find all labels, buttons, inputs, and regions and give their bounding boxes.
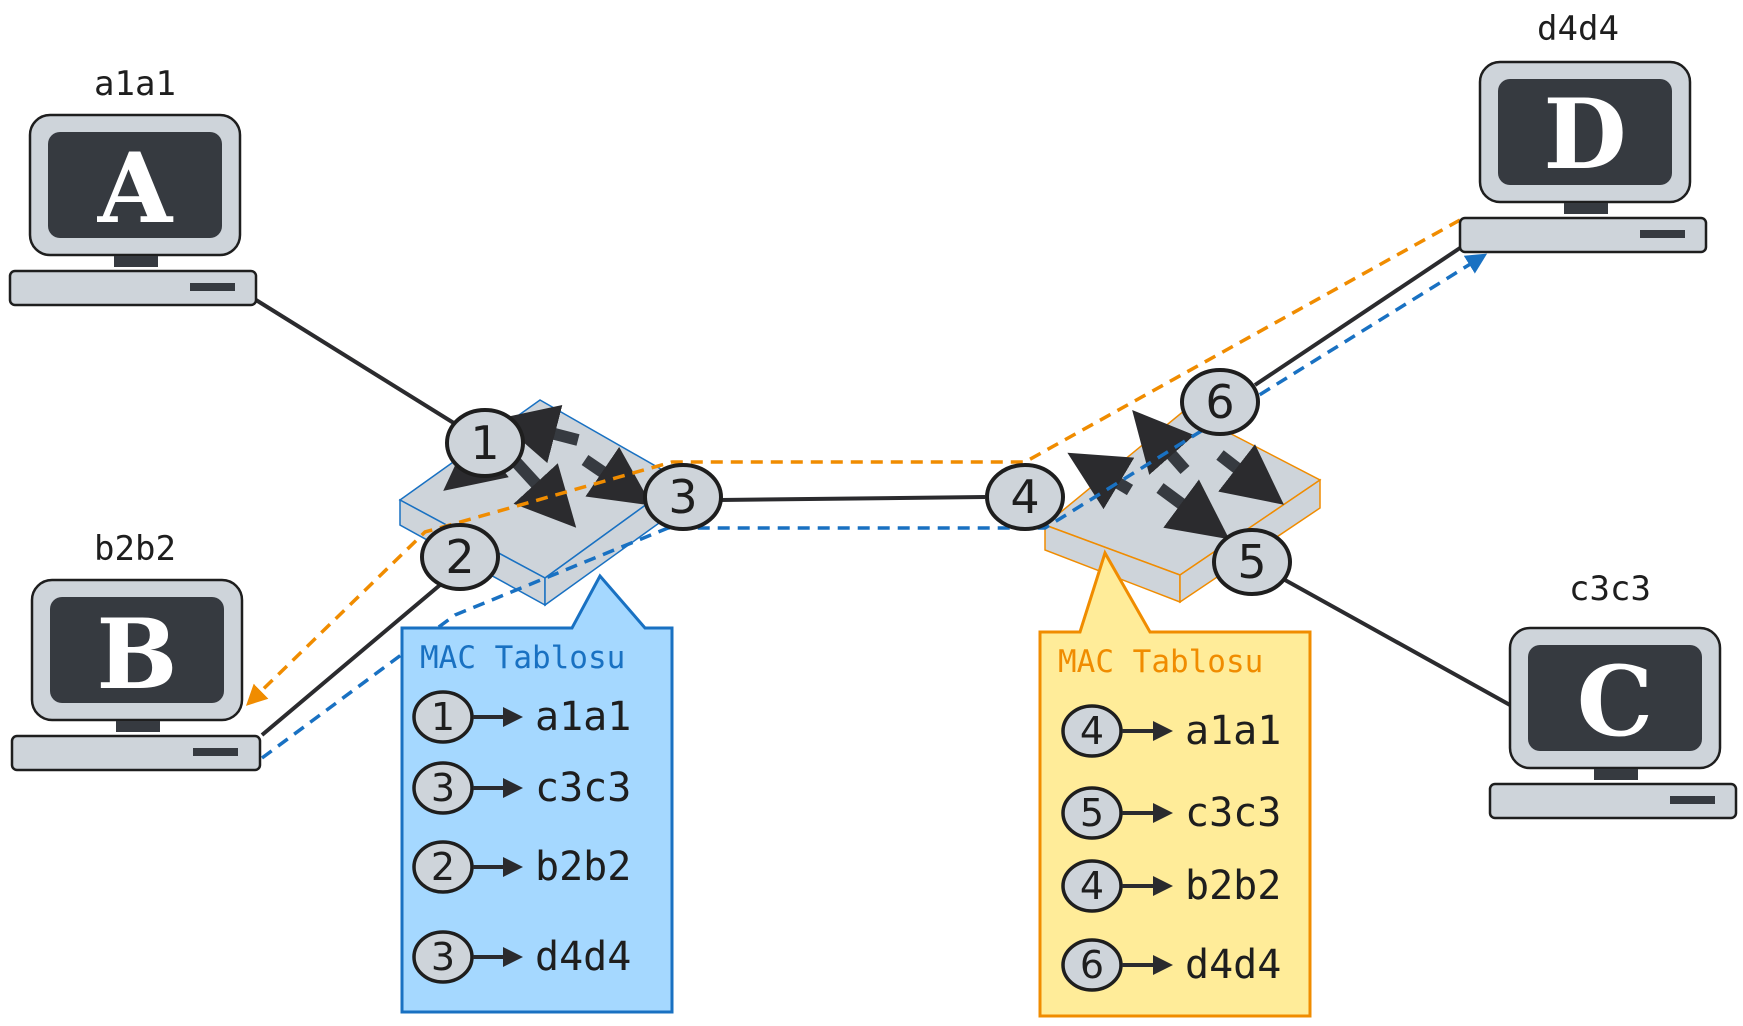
port-4: 4 [985, 463, 1065, 531]
row-port-circle [412, 930, 474, 984]
port-label: 5 [1237, 535, 1266, 589]
port-1: 1 [445, 408, 525, 478]
mac-table-row: 1 a1a1 [412, 690, 631, 744]
row-port-label: 3 [431, 766, 455, 810]
port-label: 6 [1205, 375, 1234, 429]
row-port-label: 2 [431, 845, 455, 889]
port-label: 2 [445, 530, 474, 584]
computer-base [1488, 782, 1738, 820]
computer-d: d4d4 D [1458, 9, 1708, 254]
screen-letter: A [97, 132, 174, 245]
cable-port6-d [1253, 246, 1462, 387]
row-port-circle [412, 840, 474, 894]
monitor-screen [1528, 645, 1702, 751]
row-port-label: 5 [1080, 791, 1104, 835]
switch-arrow-icon [1216, 444, 1284, 505]
switch-arrow-icon [496, 404, 580, 464]
mac-table-row: 6 d4d4 [1061, 938, 1281, 992]
switch-right [1043, 409, 1322, 604]
row-port-circle [412, 690, 474, 744]
monitor-stand [114, 256, 158, 267]
row-mac-label: a1a1 [535, 694, 631, 740]
row-port-label: 1 [431, 695, 455, 739]
port-label: 3 [668, 470, 697, 524]
computer-c: c3c3 C [1488, 569, 1738, 820]
row-mac-label: b2b2 [535, 844, 631, 890]
cable-port3-port4 [719, 495, 986, 502]
mac-table-left-rows: 1 a1a1 3 c3c3 2 b2b2 3 d4d4 [412, 690, 631, 984]
row-mac-label: d4d4 [535, 934, 631, 980]
computer-base [8, 269, 258, 307]
port-3: 3 [643, 463, 723, 531]
monitor-stand [1594, 769, 1638, 780]
row-port-label: 4 [1080, 709, 1104, 753]
mac-table-row: 3 c3c3 [412, 761, 631, 815]
mac-table-right-rows: 4 a1a1 5 c3c3 4 b2b2 6 d4d4 [1061, 704, 1281, 992]
drive-slot [190, 283, 235, 291]
switch-arrow-icon [1156, 479, 1230, 540]
port-2: 2 [420, 523, 500, 591]
host-mac-label: b2b2 [94, 529, 176, 569]
mac-table-left: MAC Tablosu [400, 573, 674, 1014]
monitor-screen [50, 597, 224, 703]
row-port-circle [1061, 859, 1123, 913]
screen-letter: C [1577, 645, 1653, 758]
row-mac-label: c3c3 [535, 765, 631, 811]
screen-letter: D [1543, 78, 1626, 191]
monitor-stand [1564, 203, 1608, 214]
computer-base [1458, 216, 1708, 254]
row-port-circle [1061, 938, 1123, 992]
path-orange-d-to-b [245, 218, 1461, 706]
monitor-screen [1498, 79, 1672, 185]
mac-table-title: MAC Tablosu [1058, 644, 1263, 680]
drive-slot [193, 748, 238, 756]
ports: 1 2 3 4 5 6 [420, 368, 1292, 596]
mac-table-row: 4 b2b2 [1061, 859, 1281, 913]
screen-letter: B [96, 598, 177, 711]
mac-table-row: 2 b2b2 [412, 840, 631, 894]
mac-table-row: 5 c3c3 [1061, 786, 1281, 840]
host-mac-label: c3c3 [1569, 569, 1651, 609]
row-port-label: 4 [1080, 864, 1104, 908]
port-label: 4 [1010, 470, 1039, 524]
port-6: 6 [1180, 368, 1260, 436]
host-mac-label: d4d4 [1537, 9, 1619, 49]
mac-table-title: MAC Tablosu [420, 640, 625, 676]
switch-arrow-icon [1067, 452, 1135, 510]
row-port-circle [412, 761, 474, 815]
row-port-label: 3 [431, 935, 455, 979]
cables [254, 246, 1511, 737]
computer-a: a1a1 A [8, 64, 258, 307]
callout-box [400, 573, 674, 1014]
row-mac-label: a1a1 [1185, 708, 1281, 754]
port-5: 5 [1212, 528, 1292, 596]
monitor-screen [48, 132, 222, 238]
computer-base [10, 734, 262, 772]
computer-b: b2b2 B [10, 529, 262, 772]
cable-port5-c [1284, 578, 1511, 707]
switch-right-arrows [1067, 409, 1284, 540]
drive-slot [1640, 230, 1685, 238]
monitor-stand [116, 721, 160, 732]
cable-a-port1 [254, 298, 467, 432]
mac-table-row: 4 a1a1 [1061, 704, 1281, 758]
row-port-circle [1061, 786, 1123, 840]
cable-b-port2 [260, 583, 442, 737]
port-label: 1 [470, 416, 499, 470]
row-mac-label: b2b2 [1185, 863, 1281, 909]
switch-arrow-icon [581, 446, 652, 506]
mac-table-row: 3 d4d4 [412, 930, 631, 984]
drive-slot [1670, 796, 1715, 804]
host-mac-label: a1a1 [94, 64, 176, 104]
switch-arrow-icon [1132, 409, 1195, 475]
row-mac-label: d4d4 [1185, 942, 1281, 988]
row-mac-label: c3c3 [1185, 790, 1281, 836]
row-port-label: 6 [1080, 943, 1104, 987]
row-port-circle [1061, 704, 1123, 758]
